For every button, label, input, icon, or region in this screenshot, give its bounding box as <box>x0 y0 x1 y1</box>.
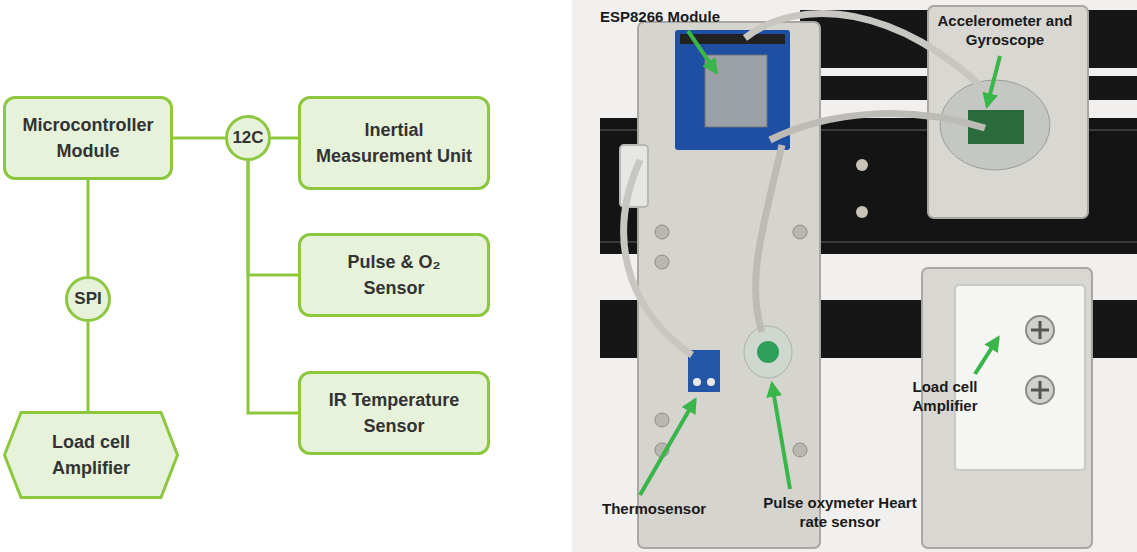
bus-circle: 12C <box>225 115 271 161</box>
bus-line <box>271 137 298 140</box>
node-layer: Microcontroller Module 12C Inertial Measur… <box>0 0 570 552</box>
screw-hole <box>793 443 807 457</box>
node-text: 12C <box>232 126 263 151</box>
node-label: Pulse & O₂ Sensor <box>315 249 473 301</box>
part-label: Thermosensor <box>602 500 706 519</box>
load-cell-case <box>955 285 1085 470</box>
part-label: ESP8266 Module <box>600 8 720 27</box>
node-text: SPI <box>74 287 101 312</box>
bus-line <box>87 322 90 411</box>
bus-line <box>248 161 298 275</box>
leader-arrow <box>772 384 790 489</box>
board-hole <box>707 378 715 386</box>
module-box: Microcontroller Module <box>3 96 173 180</box>
screw <box>1026 376 1054 404</box>
leader-arrow <box>640 400 695 495</box>
node-text: Load cell Amplifier <box>3 429 179 481</box>
pulse-enclosure <box>744 326 792 378</box>
node-text: Microcontroller Module <box>6 112 170 164</box>
cable <box>770 114 985 140</box>
leader-arrow <box>987 56 1000 106</box>
photo-background <box>572 0 1137 552</box>
node-label: Inertial Measurement Unit <box>315 117 473 169</box>
bus-circle: SPI <box>65 276 111 322</box>
part-label: Accelerometer and Gyroscope <box>925 12 1085 50</box>
hexagon-outline <box>3 411 179 499</box>
leader-arrow <box>975 338 998 374</box>
screw-hole <box>655 413 669 427</box>
rivet <box>856 159 868 171</box>
amplifier-hexagon: Load cell Amplifier <box>3 411 179 499</box>
bus-line <box>173 137 225 140</box>
screw-hole <box>793 225 807 239</box>
board-hole <box>693 378 701 386</box>
node-text: Pulse & O₂ Sensor <box>301 249 487 301</box>
pulse-board <box>757 341 779 363</box>
screw-hole <box>655 255 669 269</box>
right-bottom-housing <box>922 268 1092 548</box>
esp-chip <box>705 55 767 127</box>
cable <box>756 145 782 332</box>
screw <box>1026 316 1054 344</box>
screw-cross <box>1031 321 1049 339</box>
node-text: Inertial Measurement Unit <box>301 117 487 169</box>
bus-line <box>248 161 298 413</box>
rivet <box>856 206 868 218</box>
esp-board <box>675 30 790 150</box>
module-box: IR Temperature Sensor <box>298 371 490 455</box>
part-label: Load cell Amplifier <box>893 378 997 416</box>
leader-arrow <box>688 31 716 72</box>
node-label: Load cell Amplifier <box>17 429 165 481</box>
thermo-board <box>688 350 720 392</box>
node-label: 12C <box>232 126 263 151</box>
sensor-enclosure <box>940 80 1050 170</box>
node-label: Microcontroller Module <box>20 112 156 164</box>
part-label: Pulse oxymeter Heart rate sensor <box>750 494 930 532</box>
cable <box>624 160 692 355</box>
right-top-housing <box>928 6 1088 218</box>
module-box: Inertial Measurement Unit <box>298 96 490 190</box>
module-box: Pulse & O₂ Sensor <box>298 233 490 317</box>
node-label: IR Temperature Sensor <box>315 387 473 439</box>
bus-line <box>87 180 90 276</box>
screw-cross <box>1031 381 1049 399</box>
node-text: IR Temperature Sensor <box>301 387 487 439</box>
hexagon-shape <box>5 413 178 498</box>
cable <box>745 13 990 95</box>
node-label: SPI <box>74 287 101 312</box>
screw-hole <box>655 225 669 239</box>
left-housing <box>638 22 820 548</box>
